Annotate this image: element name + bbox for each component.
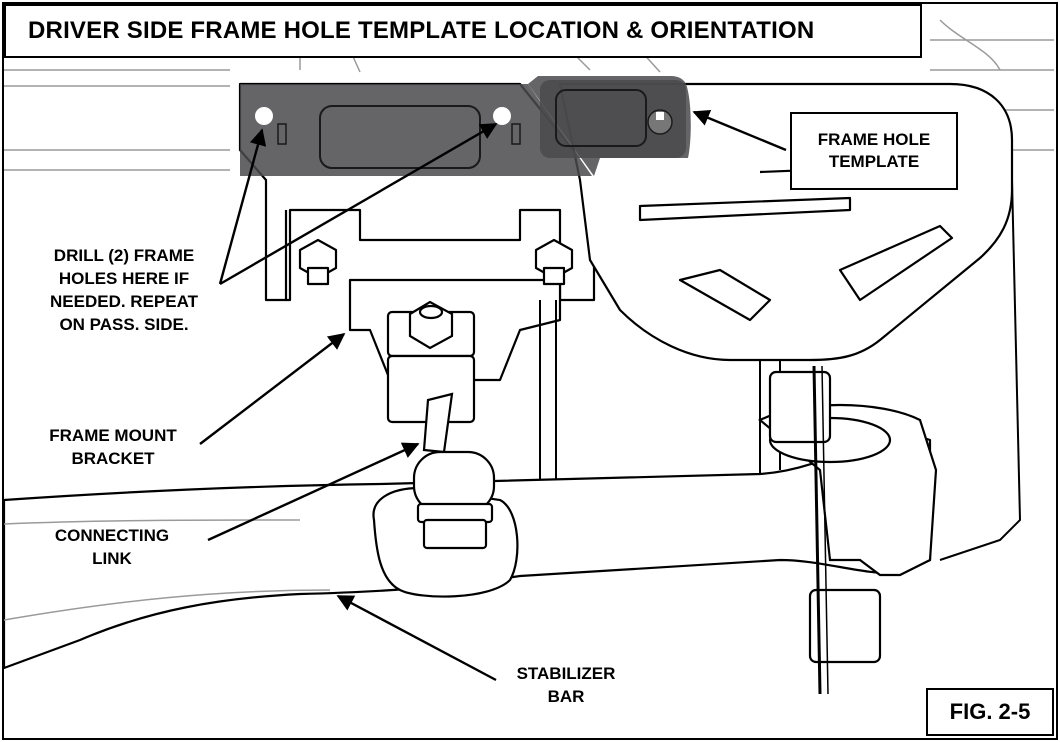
callout-line: DRILL (2) FRAME (53, 246, 195, 265)
callout-drill-holes: DRILL (2) FRAME HOLES HERE IF NEEDED. RE… (26, 244, 222, 336)
frame-hole-template (240, 76, 691, 176)
callout-line: LINK (92, 549, 132, 568)
callout-line: CONNECTING (54, 526, 170, 545)
callout-line: HOLES HERE IF (58, 269, 190, 288)
end-link-bushing (758, 365, 938, 695)
arrow-stabilizer-bar (336, 594, 497, 682)
callout-frame-hole-template: FRAME HOLE TEMPLATE (790, 112, 958, 190)
callout-line: NEEDED. REPEAT (50, 292, 198, 311)
callout-line: BAR (547, 687, 585, 706)
leader-arrows (199, 110, 787, 682)
callout-connecting-link: CONNECTING LINK (32, 524, 192, 570)
page-title: DRIVER SIDE FRAME HOLE TEMPLATE LOCATION… (4, 4, 922, 58)
connecting-link-shape (372, 300, 519, 598)
arrow-connecting-link (207, 442, 420, 542)
callout-frame-mount-bracket: FRAME MOUNT BRACKET (28, 424, 198, 470)
callout-line: BRACKET (71, 449, 155, 468)
callout-line: FRAME MOUNT (49, 426, 177, 445)
callout-line: FRAME HOLE (817, 130, 931, 149)
arrow-template (692, 110, 787, 152)
callout-line: STABILIZER (516, 664, 616, 683)
drill-hole-right (493, 107, 511, 125)
callout-stabilizer-bar: STABILIZER BAR (496, 662, 636, 708)
arrow-drill-right (219, 122, 498, 286)
callout-line: ON PASS. SIDE. (59, 315, 189, 334)
figure-number: FIG. 2-5 (926, 688, 1054, 736)
drill-hole-left (255, 107, 273, 125)
arrow-drill-left (218, 128, 267, 285)
callout-line: TEMPLATE (828, 152, 920, 171)
arrow-frame-mount (199, 332, 346, 445)
